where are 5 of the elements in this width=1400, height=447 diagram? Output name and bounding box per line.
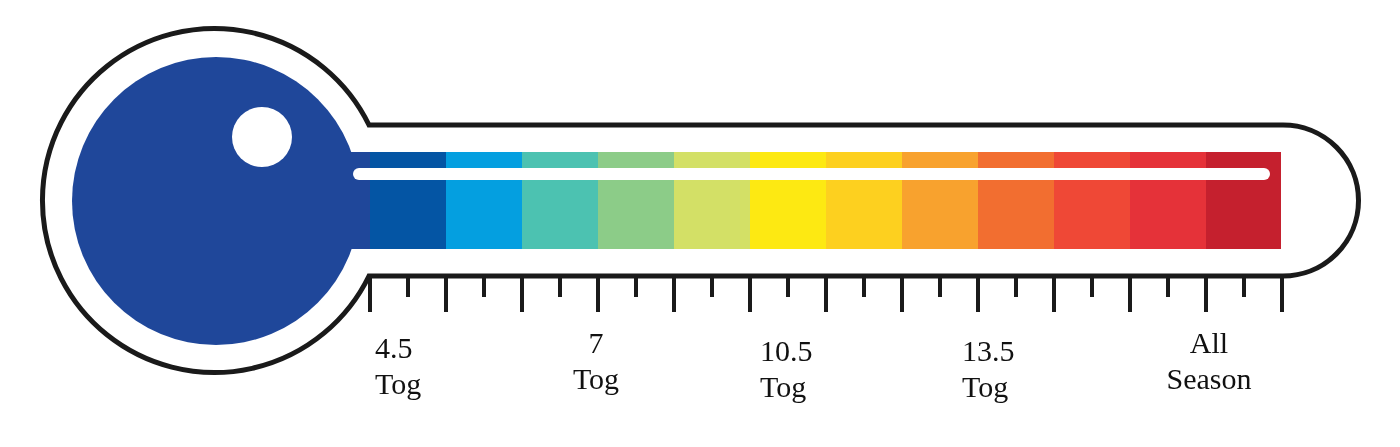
scale-label: 13.5 Tog [962,333,1015,405]
scale-label: All Season [1166,325,1252,397]
scale-label: 7 Tog [572,325,620,397]
scale-label: 10.5 Tog [760,333,813,405]
scale-label: 4.5 Tog [375,330,422,402]
